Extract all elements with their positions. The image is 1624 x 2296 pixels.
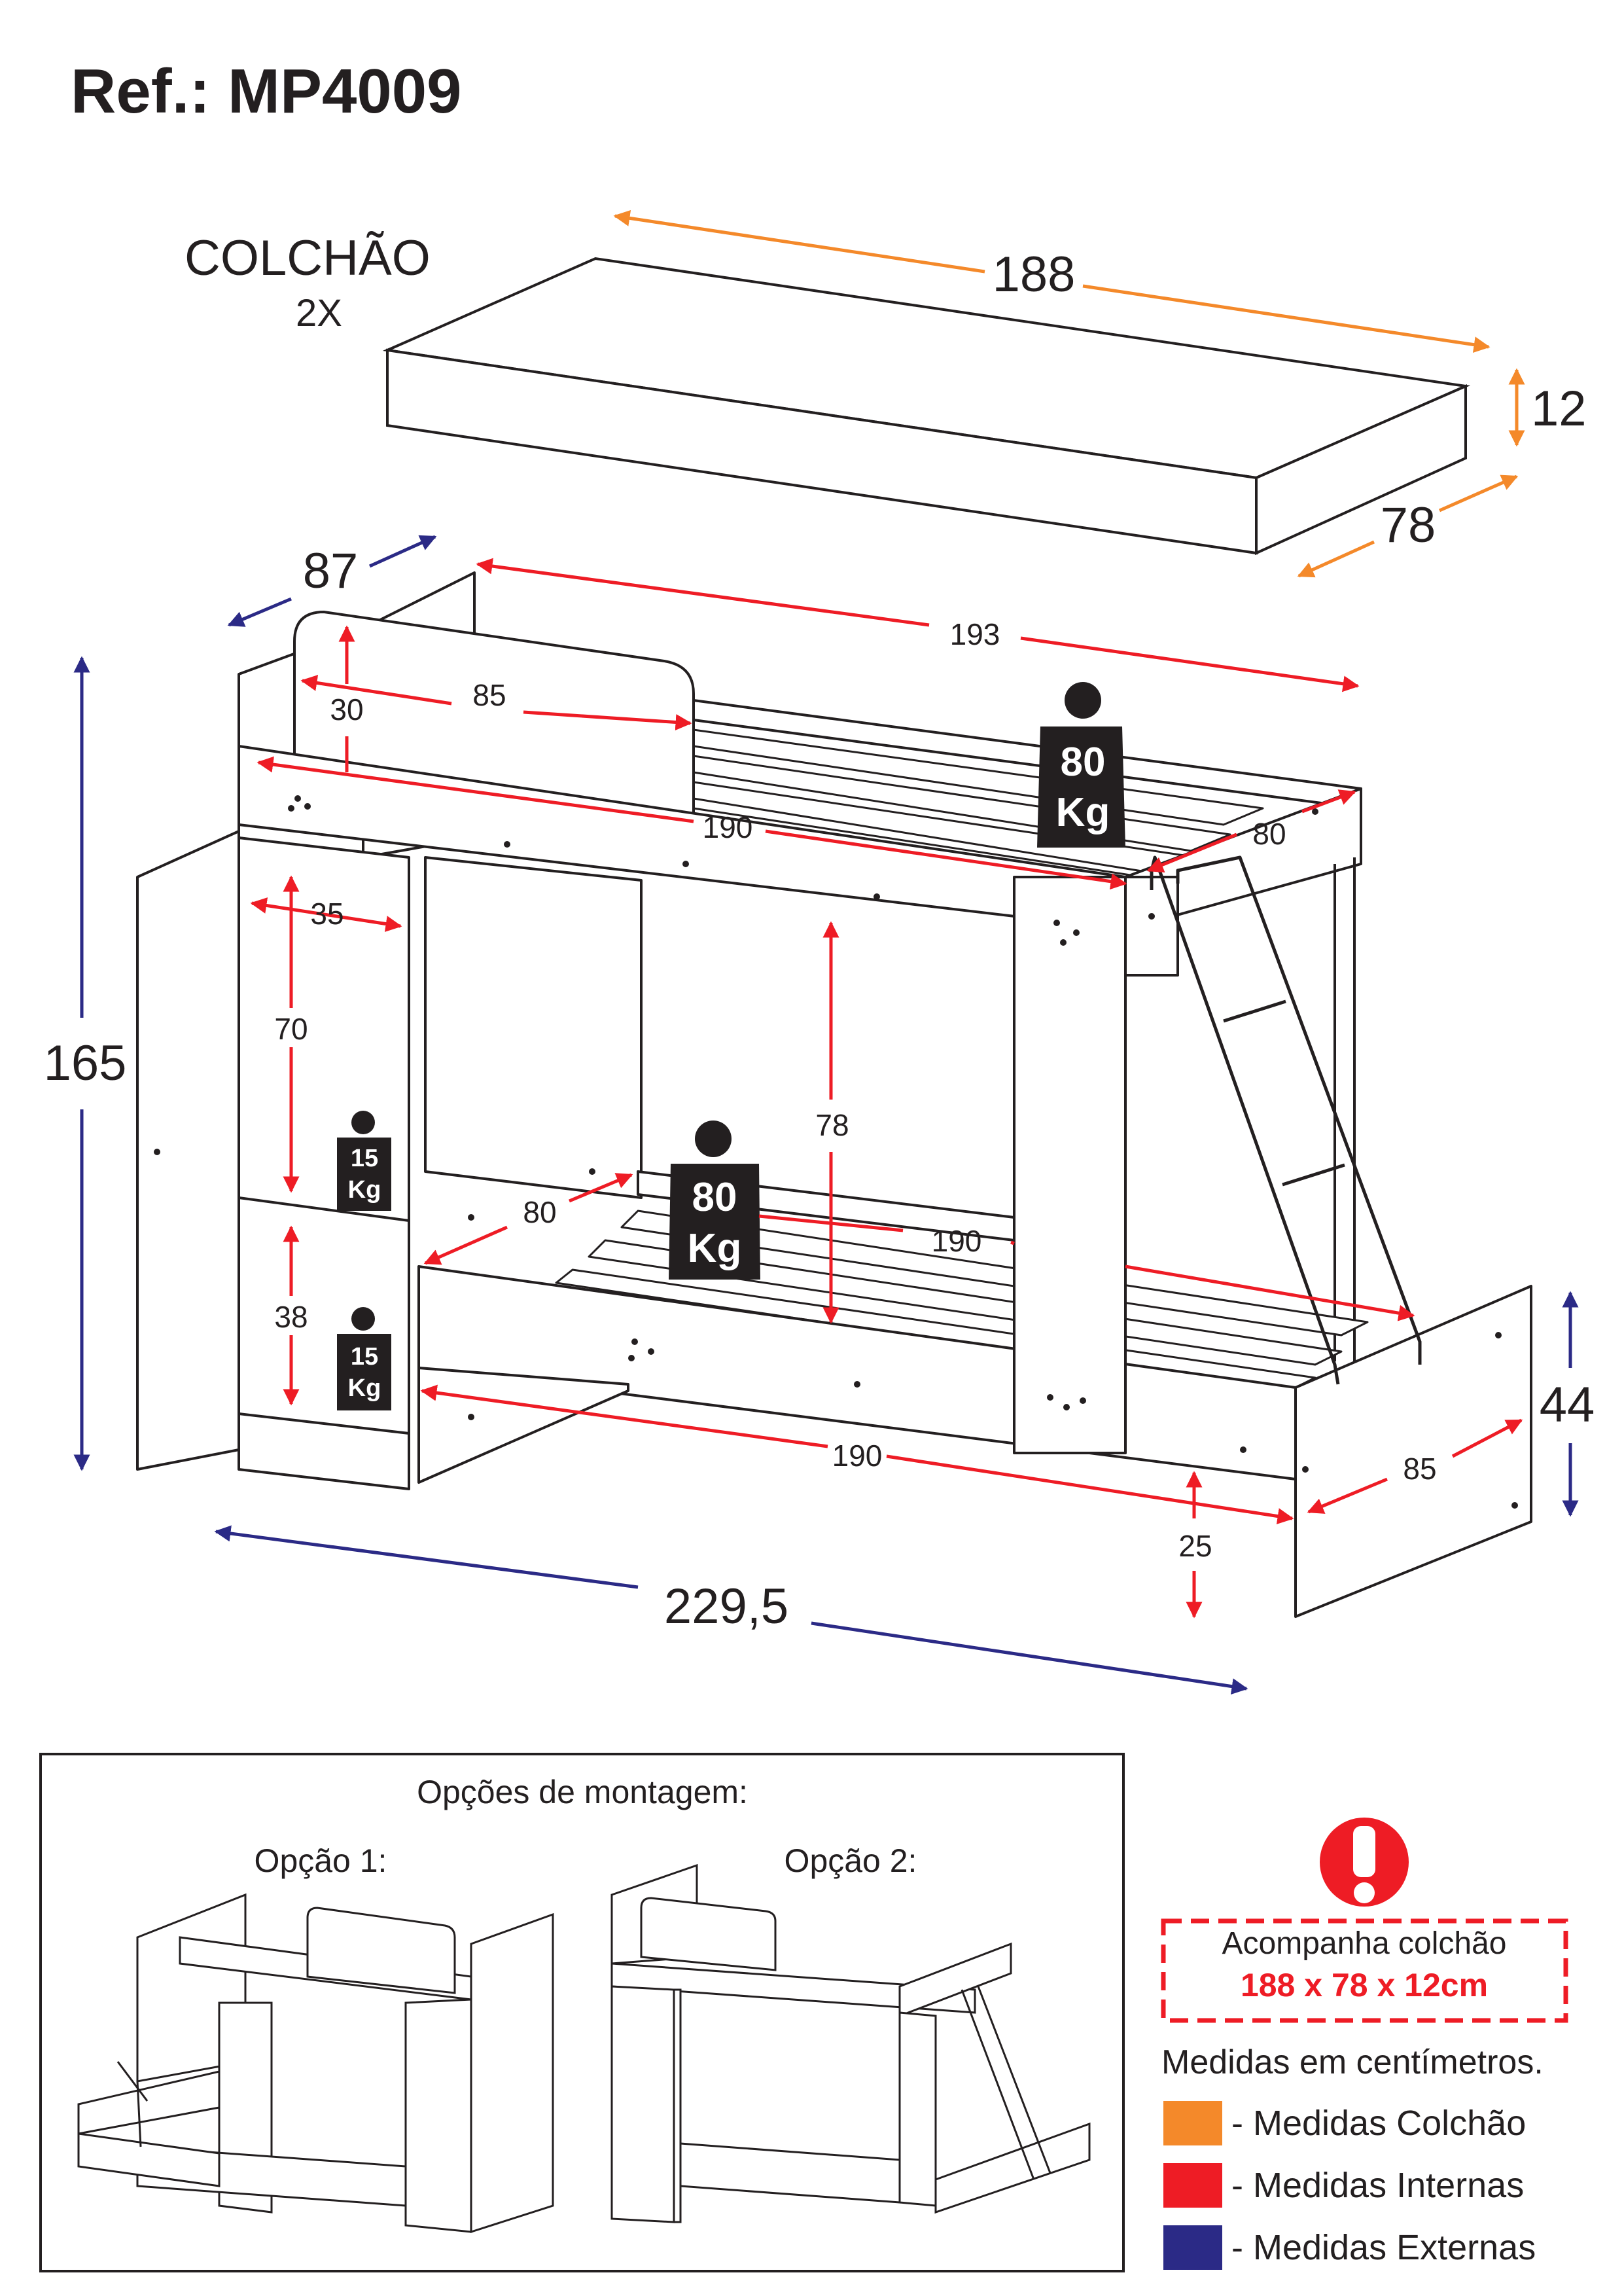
legend-title: Medidas em centímetros. — [1161, 2043, 1544, 2081]
mattress-qty: 2X — [296, 292, 342, 334]
option-2-thumbnail — [610, 1863, 1091, 2223]
dim-shelf-width: 35 — [310, 897, 344, 931]
bunk-bed-drawing — [136, 571, 1532, 1618]
option-1-thumbnail — [77, 1893, 554, 2234]
mattress-label: COLCHÃO — [185, 230, 431, 286]
mattress-height-label: 12 — [1531, 381, 1587, 437]
legend: - Medidas Colchão - Medidas Internas - Med… — [1163, 2101, 1536, 2270]
weight-icon-shelf-1 — [337, 1111, 391, 1211]
mattress-length-label: 188 — [993, 247, 1076, 302]
dim-gap-height: 78 — [815, 1108, 849, 1142]
mattress-length-arrow-right — [1082, 284, 1491, 353]
upper-load-value: 80 — [1061, 740, 1106, 785]
upper-load-unit: Kg — [1056, 790, 1110, 835]
dim-lower-width: 80 — [523, 1195, 556, 1229]
notice-line-2: 188 x 78 x 12cm — [1241, 1967, 1488, 2003]
internal-dimension-labels: 193 30 85 190 80 35 70 38 78 80 190 190 … — [274, 617, 1436, 1563]
notice-box — [1161, 1918, 1568, 2023]
weight-icon-shelf-2 — [337, 1307, 391, 1410]
hardware-dots — [154, 795, 1518, 1509]
dim-lower-length-top: 190 — [932, 1224, 982, 1258]
legend-swatch-internal — [1163, 2163, 1222, 2208]
options-title: Opções de montagem: — [417, 1774, 748, 1810]
weight-icon-lower — [669, 1121, 760, 1280]
external-dimension-arrows — [73, 535, 1579, 1695]
legend-label-external: - Medidas Externas — [1231, 2228, 1536, 2267]
dim-upper-length: 190 — [703, 810, 753, 844]
lower-load-unit: Kg — [688, 1226, 742, 1271]
legend-swatch-external — [1163, 2225, 1222, 2270]
dim-rail-length: 85 — [472, 678, 506, 712]
dim-depth-top: 87 — [303, 543, 359, 599]
mattress-length-arrow-left — [613, 209, 985, 274]
shelf-load-2-unit: Kg — [348, 1374, 381, 1402]
dim-upper-width: 80 — [1252, 817, 1286, 851]
dim-shelf-lower-height: 38 — [274, 1300, 308, 1334]
mattress-width-arrow-left — [1297, 540, 1375, 578]
dim-total-height: 165 — [44, 1035, 127, 1091]
options-box — [39, 1753, 1125, 2272]
dim-side-width: 85 — [1403, 1452, 1436, 1486]
shelf-load-2-value: 15 — [351, 1343, 378, 1371]
internal-dimension-arrows — [250, 558, 1523, 1619]
notice-line-1: Acompanha colchão — [1222, 1926, 1507, 1961]
dim-length-top: 193 — [950, 617, 1000, 651]
shelf-load-1-value: 15 — [351, 1145, 378, 1172]
lower-load-value: 80 — [692, 1175, 737, 1220]
reference-title: Ref.: MP4009 — [71, 56, 462, 126]
legend-label-mattress: - Medidas Colchão — [1231, 2104, 1526, 2143]
warning-icon — [1320, 1818, 1409, 1907]
dim-shelf-upper-height: 70 — [274, 1012, 308, 1046]
shelf-load-1-unit: Kg — [348, 1176, 381, 1204]
legend-swatch-mattress — [1163, 2101, 1222, 2145]
weight-icon-upper — [1037, 682, 1125, 848]
dim-rail-height: 30 — [330, 692, 363, 726]
dim-lower-length: 190 — [832, 1439, 883, 1473]
option-1-label: Opção 1: — [255, 1842, 387, 1879]
legend-label-internal: - Medidas Internas — [1231, 2166, 1524, 2205]
dim-floor-clearance: 25 — [1178, 1529, 1212, 1563]
mattress-width-arrow-right — [1438, 475, 1519, 512]
mattress-width-label: 78 — [1381, 497, 1436, 553]
dim-total-length: 229,5 — [664, 1579, 788, 1634]
mattress-drawing — [382, 257, 1471, 556]
dim-side-height: 44 — [1540, 1377, 1595, 1433]
option-2-label: Opção 2: — [785, 1842, 917, 1879]
